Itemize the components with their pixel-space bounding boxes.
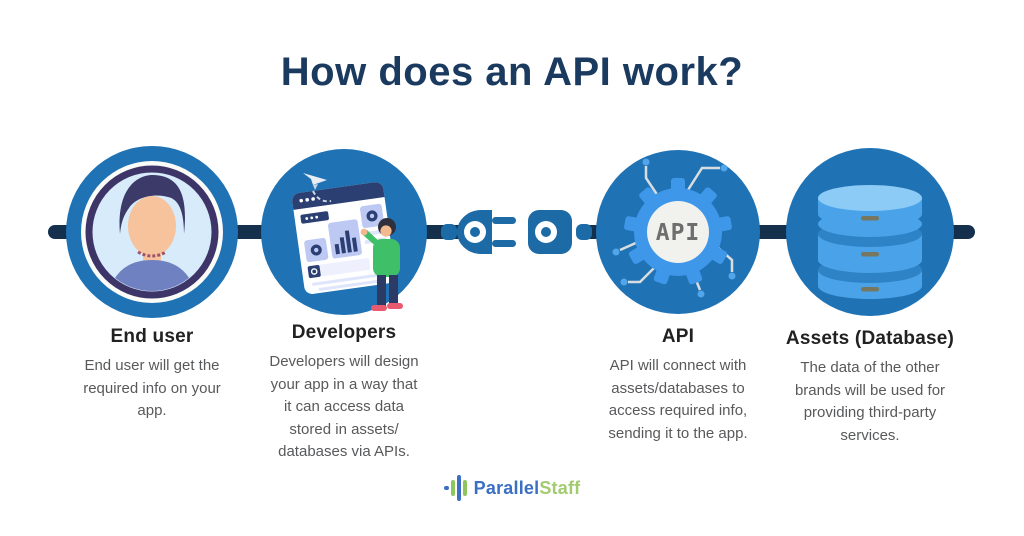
step-label: Assets (Database)	[785, 328, 955, 349]
caption-developers: Developers Developers will design your a…	[247, 322, 441, 464]
logo-wordmark: ParallelStaff	[474, 478, 581, 499]
step-description: API will connect with assets/databases t…	[608, 357, 748, 442]
developer-browser-icon	[261, 149, 427, 315]
step-label: End user	[110, 326, 194, 347]
step-description: Developers will design your app in a way…	[269, 353, 419, 460]
end-user-avatar-icon	[66, 146, 238, 318]
step-api: API	[596, 150, 760, 314]
step-label: Developers	[291, 322, 397, 343]
parallelstaff-logo-icon	[443, 475, 467, 501]
step-label: API	[661, 326, 695, 347]
page-title: How does an API work?	[280, 50, 744, 94]
footer-logo: ParallelStaff	[0, 474, 1024, 502]
step-description: The data of the other brands will be use…	[794, 359, 946, 444]
step-end-user	[66, 146, 238, 318]
caption-assets-database: Assets (Database) The data of the other …	[772, 328, 968, 447]
step-developers	[261, 149, 427, 315]
plug-connector-icon	[440, 205, 595, 264]
step-assets-database	[786, 148, 954, 316]
logo-text-secondary: Staff	[539, 477, 581, 498]
api-gear-icon: API	[596, 150, 760, 314]
step-description: End user will get the required info on y…	[83, 357, 221, 419]
caption-api: API API will connect with assets/databas…	[583, 326, 773, 445]
caption-end-user: End user End user will get the required …	[57, 326, 247, 423]
logo-text-primary: Parallel	[473, 477, 540, 498]
database-icon	[786, 148, 954, 316]
api-badge-text: API	[656, 220, 701, 246]
